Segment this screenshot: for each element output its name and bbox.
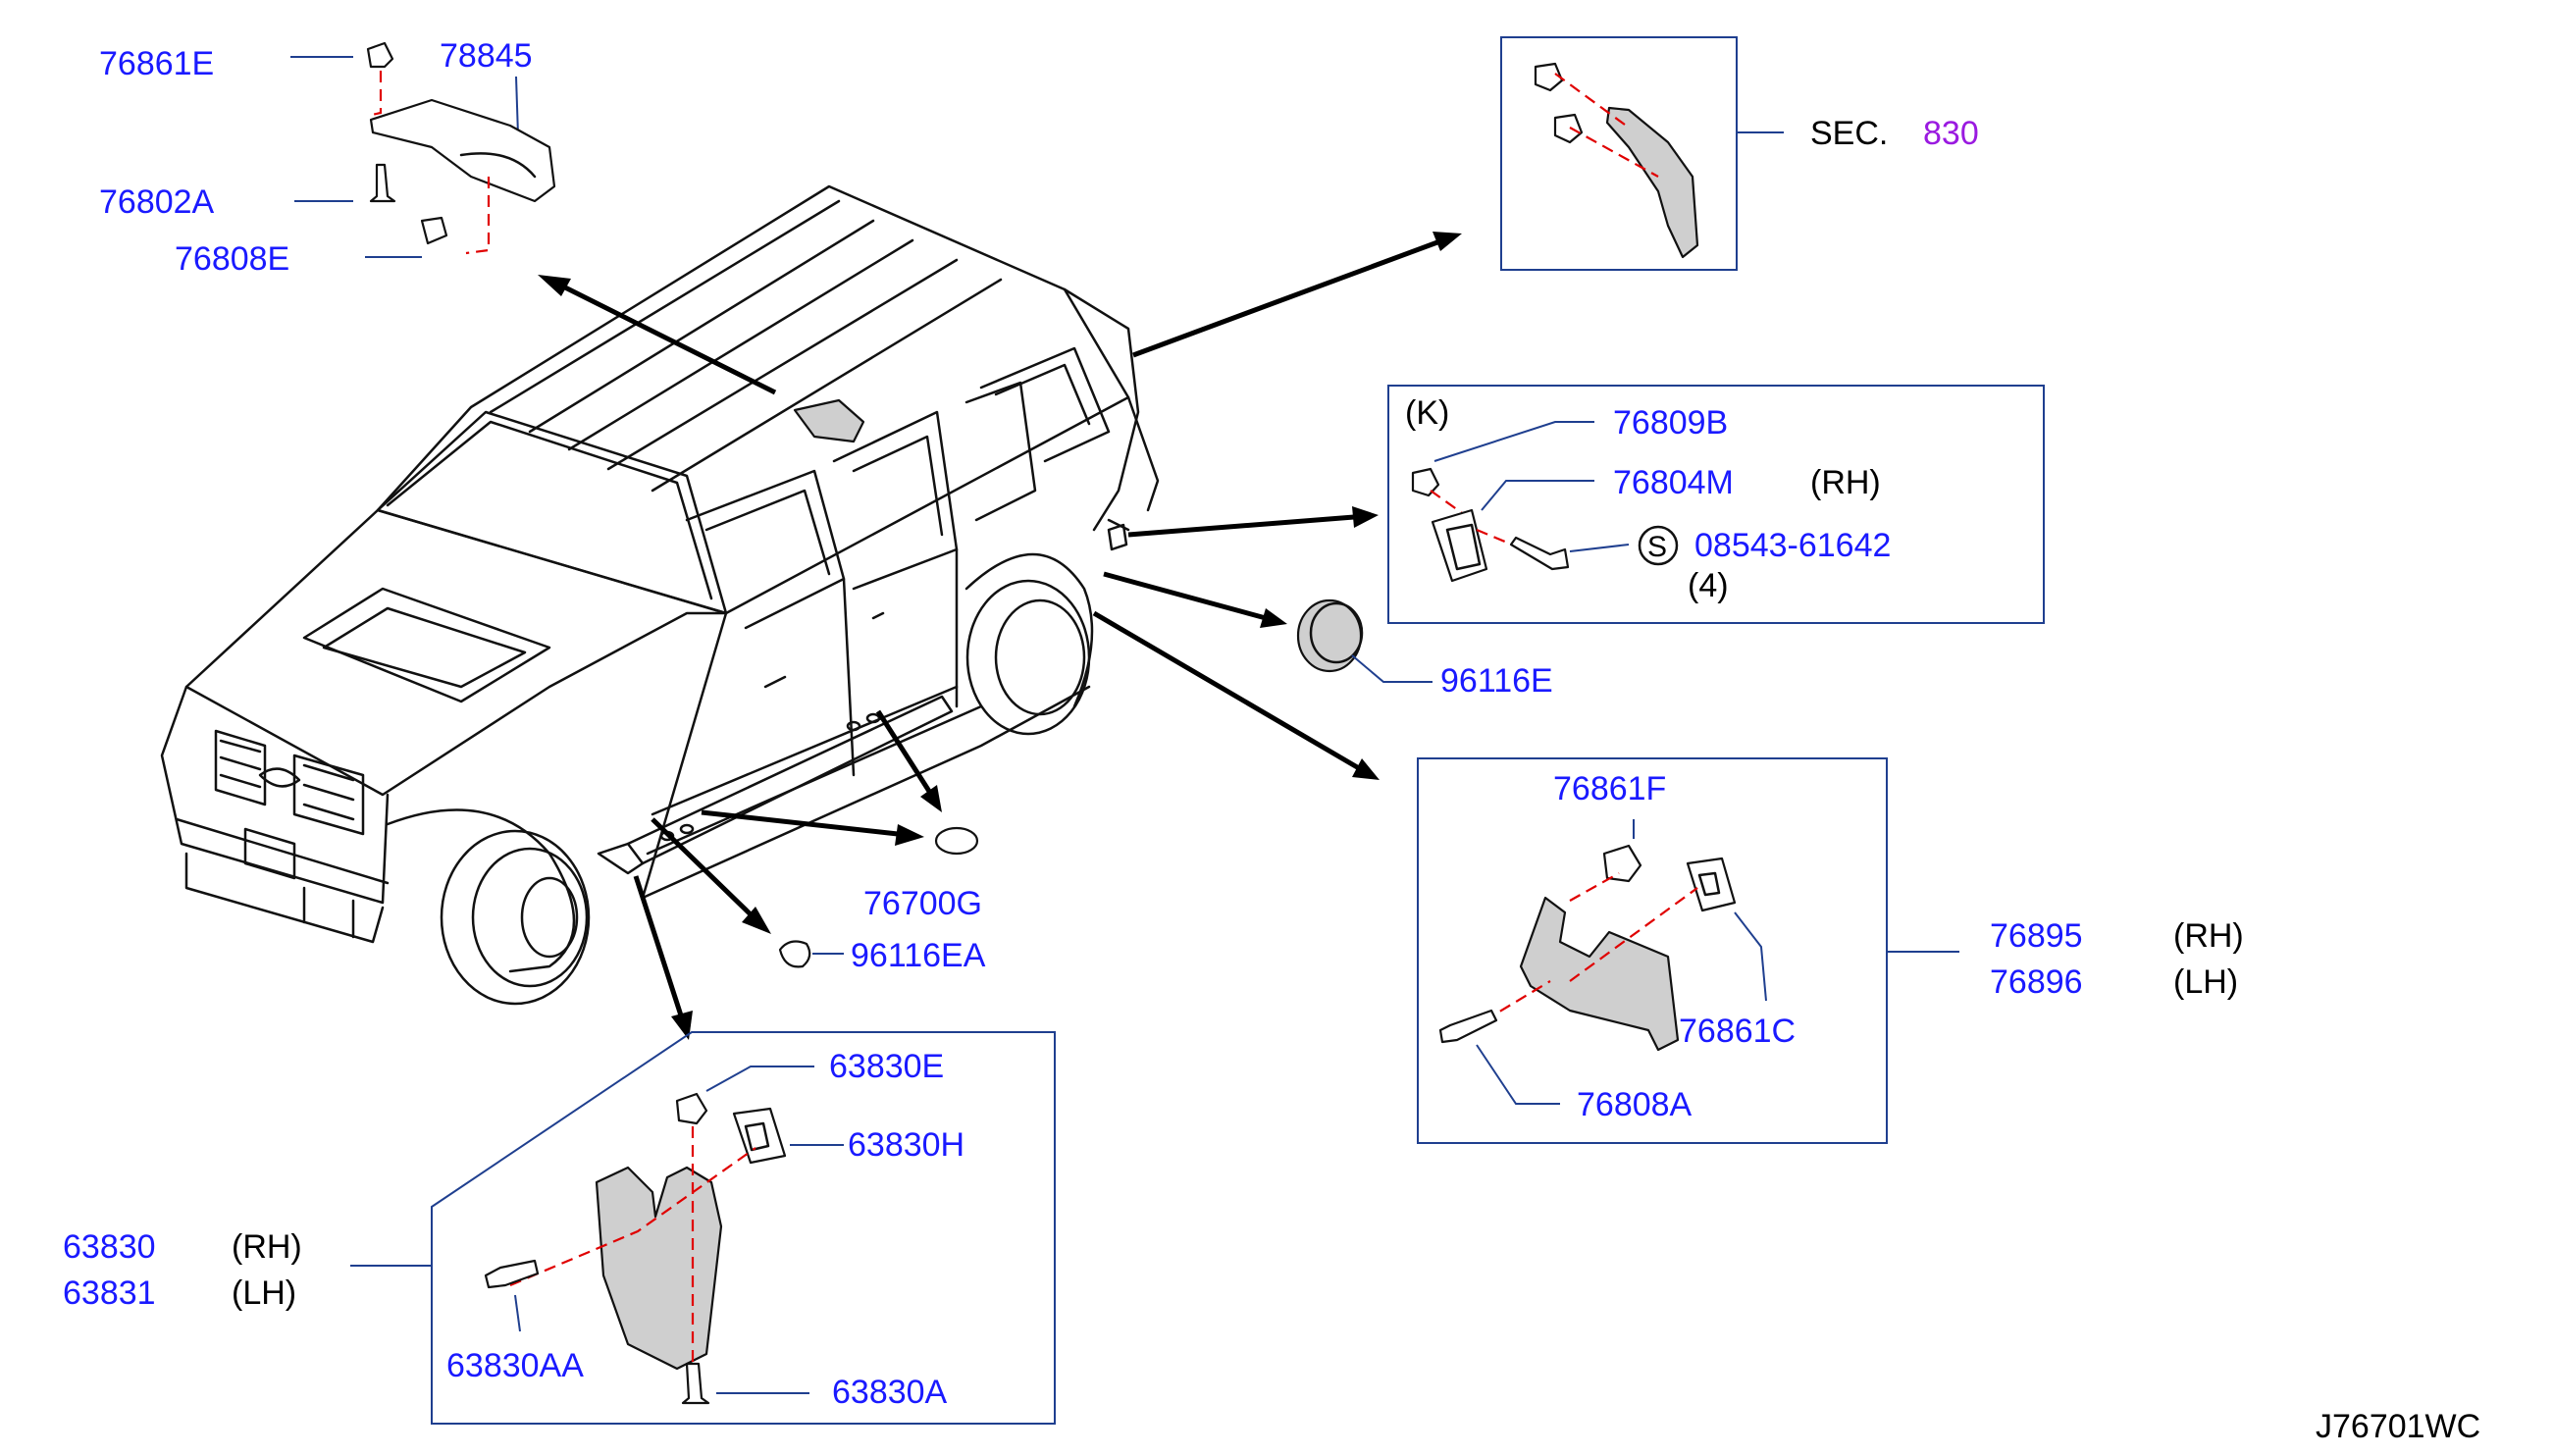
grommet-icon (778, 940, 811, 968)
clip-icon (1553, 113, 1584, 144)
side-rh: (RH) (2173, 917, 2244, 955)
screw-icon (1438, 1009, 1498, 1044)
part-08543-61642[interactable]: 08543-61642 (1694, 527, 1891, 564)
quantity: (4) (1688, 567, 1729, 604)
part-76808A[interactable]: 76808A (1577, 1086, 1693, 1123)
part-63830AA[interactable]: 63830AA (446, 1347, 584, 1384)
part-63830E[interactable]: 63830E (829, 1048, 944, 1085)
plug-icon (934, 826, 979, 856)
part-76896[interactable]: 76896 (1990, 963, 2083, 1001)
bracket-icon (1431, 508, 1488, 583)
part-76895[interactable]: 76895 (1990, 917, 2083, 955)
clip-bracket-icon (1686, 857, 1737, 912)
part-76802A[interactable]: 76802A (99, 183, 215, 221)
pointer-arrows (538, 232, 1462, 1040)
part-96116EA[interactable]: 96116EA (851, 937, 986, 974)
sec-830-box (1500, 36, 1738, 271)
part-76861F[interactable]: 76861F (1553, 770, 1666, 807)
part-76808E[interactable]: 76808E (175, 240, 289, 278)
clip-icon (366, 41, 394, 69)
clip-bracket-icon (732, 1107, 787, 1165)
part-76809B[interactable]: 76809B (1613, 404, 1728, 442)
grommet-group (1296, 598, 1433, 683)
s-symbol-label: S (1647, 531, 1667, 563)
sec-830-parts (1534, 62, 1784, 259)
part-63830H[interactable]: 63830H (848, 1126, 964, 1164)
part-78845[interactable]: 78845 (440, 37, 533, 75)
sec-label: SEC. (1810, 115, 1888, 152)
part-96116E[interactable]: 96116E (1440, 662, 1553, 700)
part-76804M[interactable]: 76804M (1613, 464, 1734, 501)
side-rh: (RH) (1810, 464, 1881, 501)
k-box-parts (1411, 421, 1679, 583)
front-mudguard-box (431, 1031, 1056, 1425)
top-left-group (290, 41, 556, 258)
side-lh: (LH) (232, 1274, 296, 1312)
clip-icon (675, 1092, 708, 1125)
part-63830[interactable]: 63830 (63, 1228, 156, 1266)
sec-number[interactable]: 830 (1923, 115, 1979, 152)
front-mudguard-parts (350, 1066, 844, 1405)
k-variant-box (1387, 385, 2045, 624)
underbody-parts (778, 826, 979, 968)
screw-icon (369, 163, 396, 203)
molding-icon (1605, 106, 1699, 259)
part-76700G[interactable]: 76700G (863, 885, 982, 922)
roof-rail-bracket-icon (369, 98, 556, 203)
part-63831[interactable]: 63831 (63, 1274, 156, 1312)
vehicle-illustration (160, 184, 1160, 1006)
screw-icon (1509, 536, 1570, 571)
side-rh: (RH) (232, 1228, 302, 1266)
part-76861C[interactable]: 76861C (1679, 1013, 1796, 1050)
part-76861E[interactable]: 76861E (99, 45, 214, 82)
variant-label: (K) (1405, 394, 1449, 432)
mudguard-icon (1519, 896, 1680, 1052)
nut-icon (1411, 467, 1440, 497)
clip-icon (1602, 844, 1642, 883)
rear-mudguard-parts (1438, 819, 1959, 1105)
part-63830A[interactable]: 63830A (832, 1374, 948, 1411)
screw-icon (484, 1259, 540, 1289)
screw-icon (681, 1362, 710, 1405)
diagram-id: J76701WC (2316, 1408, 2480, 1445)
mudguard-icon (595, 1166, 723, 1371)
s-symbol-icon (1638, 525, 1679, 566)
side-lh: (LH) (2173, 963, 2238, 1001)
clip-icon (1534, 62, 1564, 92)
